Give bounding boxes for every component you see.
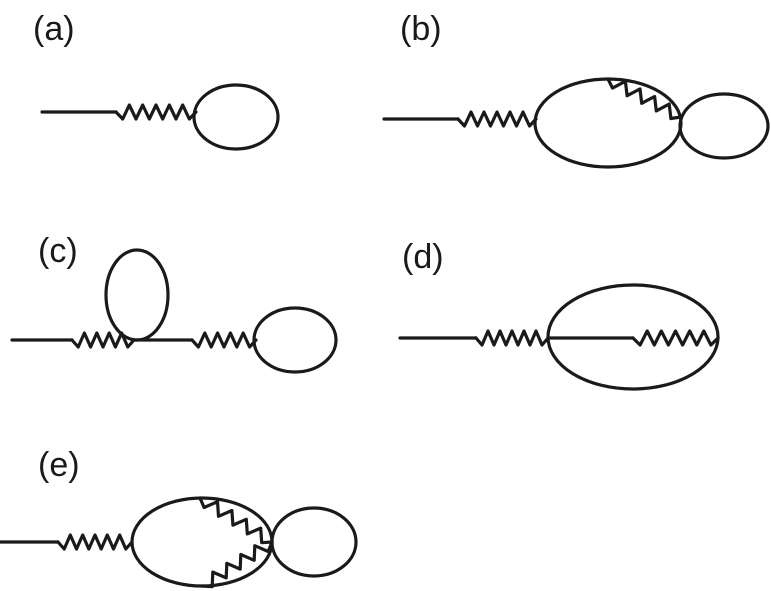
panel-b-label: (b) [400,10,442,48]
panel-a-wavy-line [114,103,198,121]
panel-e-wavy-line [56,533,134,551]
panel-a-loop [192,83,280,151]
panel-c-label: (c) [38,232,78,270]
panel-a: (a) [33,10,280,151]
panel-e: (e) [0,446,358,589]
panel-d-inner-wavy-line [631,329,720,347]
panel-b-wavy-line [456,110,538,128]
panel-d-wavy-line [474,329,550,347]
panel-e-lower-wavy-arc [200,540,274,589]
panel-c-loop [252,306,338,374]
panel-c-wavy-line-right [190,331,258,349]
panel-b: (b) [382,10,770,169]
panel-b-large-loop [533,77,683,169]
panel-d-label: (d) [402,238,444,276]
panel-b-small-loop [678,92,770,160]
panel-e-large-loop [130,496,274,588]
panel-e-small-loop [270,506,358,578]
panel-e-label: (e) [38,446,80,484]
panel-c-tadpole-loop [104,248,170,342]
panel-b-wavy-arc [606,77,683,121]
panel-c: (c) [10,232,338,374]
panel-d: (d) [398,238,720,391]
panel-a-label: (a) [33,10,75,48]
panel-e-upper-wavy-arc [198,496,274,545]
